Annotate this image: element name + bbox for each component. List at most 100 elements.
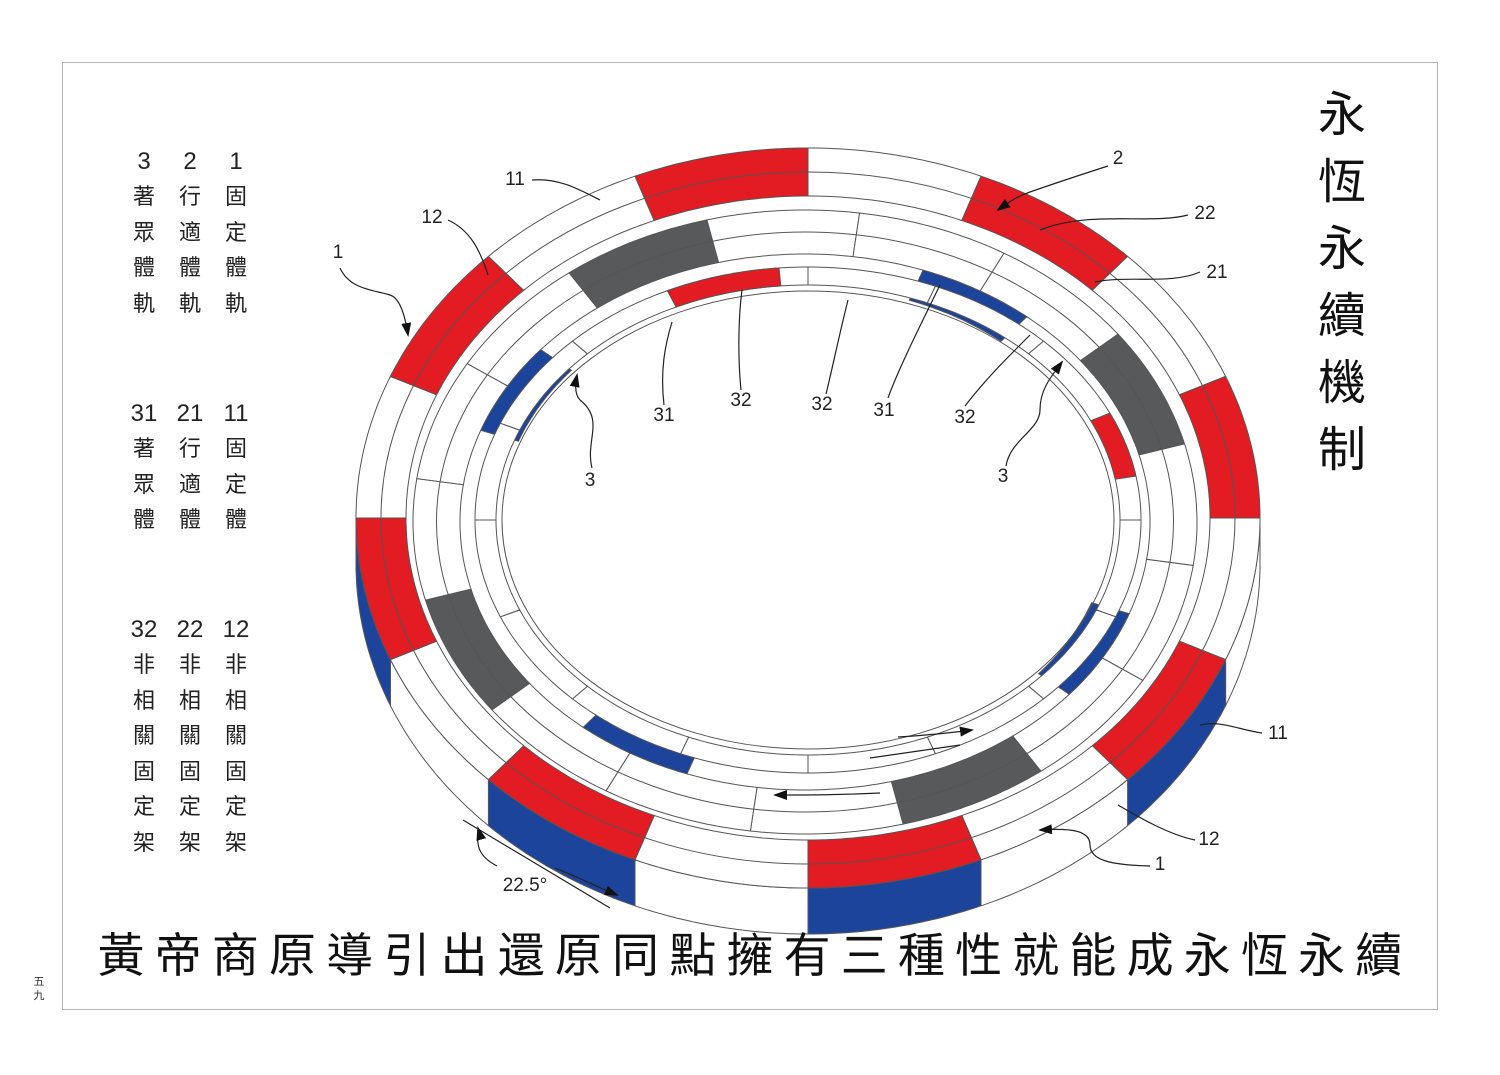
caption-char: 還 — [497, 929, 545, 984]
leader-line — [825, 299, 849, 395]
middle-track-segment — [749, 780, 904, 835]
diagram-label: 22 — [1194, 203, 1215, 224]
legend-char: 體 — [224, 256, 247, 281]
legend-char: 固 — [224, 185, 247, 210]
middle-track-segment — [1138, 443, 1198, 566]
outer-track-segment — [1178, 375, 1261, 519]
inner-track-segment — [474, 519, 521, 618]
legend-char: 定 — [224, 472, 247, 498]
title-char: 制 — [1317, 422, 1366, 478]
leader-line — [1117, 804, 1196, 841]
legend-char: 適 — [178, 472, 201, 498]
diagram-label: 31 — [653, 405, 674, 426]
outer-track-segment — [807, 147, 982, 222]
middle-track-segment — [706, 209, 861, 264]
caption-char: 同 — [612, 929, 660, 984]
page-number: 五九 — [27, 975, 51, 1003]
diagram-label: 32 — [730, 390, 751, 411]
legend-char: 行 — [178, 185, 201, 210]
legend-number: 22 — [176, 616, 204, 643]
vertical-title: 永恆永續機制 — [1312, 82, 1372, 484]
legend-char: 軌 — [224, 291, 247, 317]
legend-char: 定 — [224, 220, 247, 246]
middle-track-groove — [436, 231, 1174, 813]
legend-char: 適 — [178, 220, 201, 246]
page-number-char: 九 — [33, 989, 45, 1002]
diagram-label: 22.5° — [503, 875, 548, 896]
leader-line — [773, 789, 881, 800]
title-char: 機 — [1317, 355, 1366, 411]
caption-char: 原 — [269, 929, 317, 984]
caption-char: 續 — [1355, 929, 1403, 984]
leader-line — [476, 826, 498, 867]
caption-char: 就 — [1012, 929, 1060, 984]
inner-track-rim — [501, 290, 1115, 750]
legend-number: 2 — [183, 148, 197, 175]
diagram-label: 11 — [505, 169, 525, 190]
legend-char: 非 — [132, 653, 155, 678]
diagram-label: 12 — [421, 207, 442, 228]
diagram-label: 2 — [1113, 148, 1124, 169]
leader-line — [869, 744, 961, 759]
caption-char: 帝 — [154, 929, 202, 984]
legend-char: 軌 — [132, 291, 155, 317]
legend-char: 眾 — [132, 220, 155, 246]
title-char: 永 — [1317, 221, 1366, 277]
legend-char: 行 — [178, 437, 201, 462]
diagram-label: 11 — [1268, 723, 1288, 744]
inner-track-segment — [474, 422, 521, 521]
inner-track-segment — [807, 736, 937, 774]
legend-char: 架 — [224, 830, 247, 856]
caption-char: 三 — [840, 929, 888, 984]
legend-number: 32 — [130, 616, 158, 643]
page-frame — [62, 62, 1438, 1010]
caption-char: 有 — [783, 929, 831, 984]
outer-track-groove — [380, 171, 1236, 865]
legend-char: 體 — [224, 508, 247, 533]
title-char: 恆 — [1317, 154, 1366, 210]
legend-char: 定 — [224, 795, 247, 820]
leader-line — [887, 284, 941, 399]
leader-line — [462, 819, 611, 909]
leader-line — [1038, 824, 1151, 867]
legend-number: 31 — [130, 400, 158, 427]
legend-char: 相 — [132, 688, 155, 714]
legend-char: 關 — [132, 724, 155, 749]
legend-char: 非 — [224, 653, 247, 678]
legend-char: 非 — [178, 653, 201, 678]
caption-char: 原 — [554, 929, 602, 984]
caption-char: 種 — [897, 929, 945, 984]
legend-char: 著 — [132, 437, 155, 462]
diagram-label: 32 — [954, 407, 975, 428]
legend-number: 12 — [222, 616, 250, 643]
legend-char: 體 — [132, 256, 155, 281]
leader-line — [339, 267, 412, 337]
leader-line — [738, 289, 743, 391]
caption-char: 商 — [211, 929, 259, 984]
diagram-label: 1 — [333, 242, 344, 263]
diagram-label: 3 — [585, 470, 596, 491]
caption-char: 成 — [1126, 929, 1174, 984]
caption-char: 能 — [1069, 929, 1117, 984]
leader-line — [447, 219, 489, 276]
legend-char: 定 — [132, 795, 155, 820]
middle-track-segment — [412, 478, 472, 601]
legend-char: 眾 — [132, 472, 155, 498]
legend-char: 固 — [132, 759, 155, 785]
legend-char: 固 — [224, 759, 247, 785]
diagram-label: 12 — [1198, 829, 1219, 850]
caption-char: 黃 — [97, 929, 145, 984]
leader-line — [531, 179, 601, 201]
caption-char: 永 — [1183, 929, 1231, 984]
leader-line — [662, 321, 673, 406]
legend-number: 3 — [137, 148, 151, 175]
legend-char: 架 — [178, 830, 201, 856]
bottom-caption: 黃帝商原導引出還原同點擁有三種性就能成永恆永續 — [95, 922, 1405, 992]
